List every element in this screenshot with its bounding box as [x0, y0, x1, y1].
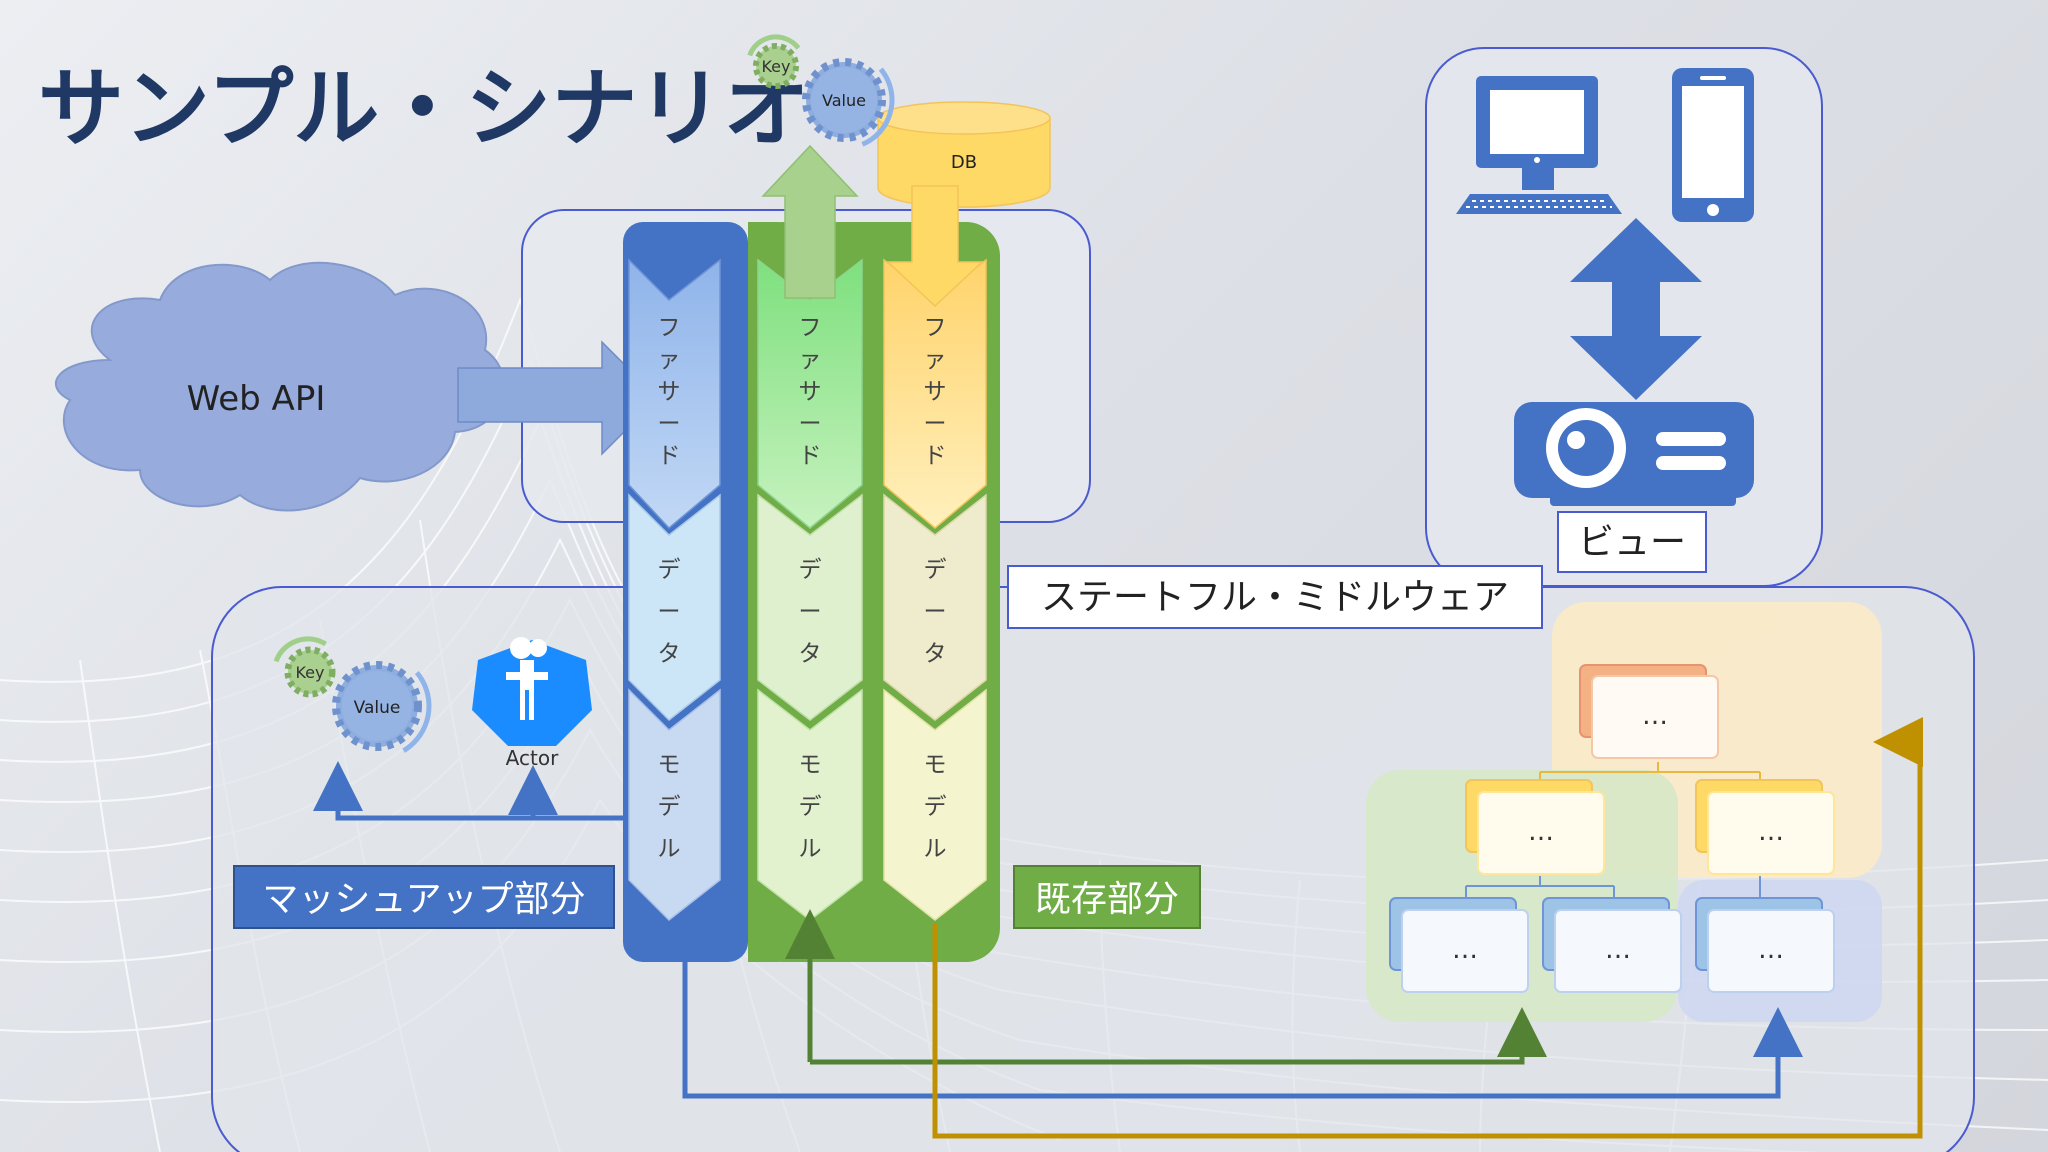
top-value-label: Value	[822, 91, 866, 110]
view-label-box: ビュー	[1557, 511, 1707, 573]
svg-text:…: …	[1758, 817, 1784, 847]
lower-key-label: Key	[295, 663, 324, 682]
facade-label-char: ァ	[658, 347, 681, 373]
facade-label-char: サ	[658, 379, 681, 405]
mashup-label-box: マッシュアップ部分	[233, 865, 615, 929]
data-label-char: デ	[924, 557, 947, 583]
tree-node-mid-right: …	[1695, 779, 1835, 875]
data-label-char: デ	[658, 557, 681, 583]
keyboard-icon	[1456, 194, 1622, 214]
orange-data-chevron	[883, 493, 987, 721]
tree-node-leaf-3: …	[1695, 897, 1835, 993]
facade-label-char: ァ	[924, 347, 947, 373]
model-label-char: デ	[924, 794, 947, 820]
data-label-char: ー	[658, 599, 681, 625]
svg-text:…: …	[1758, 935, 1784, 965]
model-label-char: ル	[799, 836, 822, 862]
model-label-char: モ	[799, 752, 822, 778]
actor-label: Actor	[506, 746, 559, 770]
tree-diagram: … … … … … …	[1366, 602, 1882, 1022]
top-key-label: Key	[761, 57, 790, 76]
svg-text:…: …	[1452, 935, 1478, 965]
model-label-char: デ	[658, 794, 681, 820]
gear-key-icon: Key	[284, 646, 336, 698]
model-label-char: ル	[658, 836, 681, 862]
green-model-chevron	[757, 688, 863, 921]
gear-value-icon: Value	[802, 58, 886, 142]
facade-label-char: ー	[658, 411, 681, 437]
tree-connectors	[682, 717, 1923, 1139]
lower-value-label: Value	[354, 698, 401, 718]
stateful-label-box: ステートフル・ミドルウェア	[1007, 565, 1543, 629]
view-label: ビュー	[1578, 522, 1686, 563]
facade-label-char: フ	[658, 315, 681, 341]
view-bidirectional-arrow	[1570, 218, 1702, 400]
blue-facade-chevron	[628, 258, 721, 530]
facade-label-char: ー	[924, 411, 947, 437]
model-label-char: デ	[799, 794, 822, 820]
data-label-char: デ	[799, 557, 822, 583]
kv-up-arrow	[761, 144, 859, 299]
db-down-arrow	[886, 185, 984, 308]
chevron-stack-orange	[883, 258, 987, 921]
data-label-char: ー	[924, 599, 947, 625]
model-label-char: モ	[924, 752, 947, 778]
data-label-char: タ	[924, 641, 947, 667]
tree-node-root: …	[1579, 664, 1719, 759]
facade-label-char: サ	[924, 379, 947, 405]
gear-value-icon: Value	[332, 661, 422, 751]
facade-label-char: ド	[799, 443, 822, 469]
svg-text:…: …	[1642, 701, 1668, 731]
web-api-cloud-icon: Web API	[55, 261, 506, 512]
lower-kv-gears: Key Value	[271, 636, 432, 761]
model-label-char: ル	[924, 836, 947, 862]
tree-node-leaf-2: …	[1542, 897, 1682, 993]
blue-model-chevron	[628, 688, 721, 922]
gear-key-icon: Key	[753, 43, 799, 89]
chevron-stack-blue	[628, 258, 721, 922]
page-title: サンプル・シナリオ	[38, 59, 809, 159]
phone-icon	[1672, 68, 1754, 222]
facade-label-char: フ	[799, 315, 822, 341]
facade-label-char: サ	[799, 379, 822, 405]
mashup-label: マッシュアップ部分	[262, 879, 585, 920]
data-label-char: タ	[658, 641, 681, 667]
svg-text:…: …	[1605, 935, 1631, 965]
facade-label-char: ー	[799, 411, 822, 437]
facade-label-char: ド	[924, 443, 947, 469]
db-label: DB	[951, 152, 977, 173]
blue-data-chevron	[628, 493, 721, 722]
existing-label-box: 既存部分	[1013, 865, 1201, 929]
data-label-char: ー	[799, 599, 822, 625]
facade-label-char: ド	[658, 443, 681, 469]
existing-label: 既存部分	[1035, 879, 1179, 920]
projector-icon	[1514, 402, 1754, 506]
stateful-label: ステートフル・ミドルウェア	[1041, 577, 1509, 618]
data-label-char: タ	[799, 641, 822, 667]
orange-model-chevron	[883, 688, 987, 921]
mashup-connector	[313, 761, 623, 821]
model-label-char: モ	[658, 752, 681, 778]
top-kv-gears: Key Value	[745, 34, 895, 151]
green-data-chevron	[757, 493, 863, 721]
facade-label-char: ァ	[799, 347, 822, 373]
svg-text:…: …	[1528, 817, 1554, 847]
database-icon: DB	[877, 101, 1051, 208]
green-facade-chevron	[757, 258, 863, 529]
chevron-stack-green	[757, 258, 863, 921]
facade-label-char: フ	[924, 315, 947, 341]
monitor-icon	[1476, 76, 1598, 190]
web-api-label: Web API	[187, 379, 326, 419]
tree-node-leaf-1: …	[1389, 897, 1529, 993]
tree-node-mid-left: …	[1465, 779, 1605, 875]
